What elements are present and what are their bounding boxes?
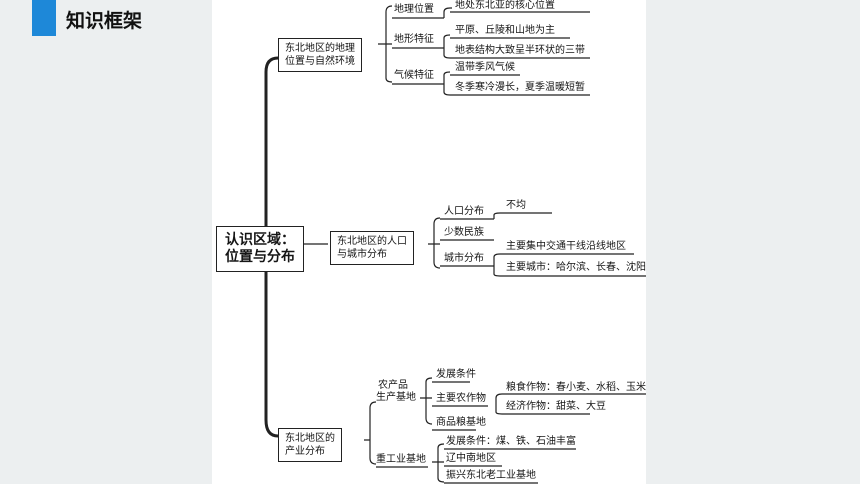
branch1-detail: 平原、丘陵和山地为主: [455, 25, 555, 36]
branch2-item-label: 少数民族: [444, 227, 484, 238]
branch1-item-label: 地形特征: [394, 34, 434, 45]
branch1-node: 东北地区的地理 位置与自然环境: [278, 38, 362, 72]
group2-item: 发展条件：煤、铁、石油丰富: [446, 436, 576, 447]
branch1-item-label: 地理位置: [394, 4, 434, 15]
branch2-detail: 主要城市：哈尔滨、长春、沈阳: [506, 262, 646, 273]
branch1-detail: 温带季风气候: [455, 62, 515, 73]
branch2-item-label: 城市分布: [444, 253, 484, 264]
group1-detail: 粮食作物：春小麦、水稻、玉米: [506, 382, 646, 393]
connector-branch2-brace: [428, 217, 441, 269]
group1-detail: 经济作物：甜菜、大豆: [506, 401, 606, 412]
connector-group2-brace: [432, 443, 445, 483]
group1-item-label: 商品粮基地: [436, 417, 486, 428]
connector-branch1-brace: [378, 5, 393, 83]
group2-item: 振兴东北老工业基地: [446, 470, 536, 481]
slide-title: 知识框架: [66, 10, 143, 32]
branch2-detail: 不均: [506, 200, 526, 211]
branch1-detail: 冬季寒冷漫长，夏季温暖短暂: [455, 82, 585, 93]
connector-group1-brace: [420, 377, 433, 425]
branch3-node: 东北地区的 产业分布: [278, 428, 342, 462]
group1-item-label: 发展条件: [436, 369, 476, 380]
branch2-detail: 主要集中交通干线沿线地区: [506, 241, 626, 252]
branch1-detail: 地处东北亚的核心位置: [455, 0, 555, 11]
root-node: 认识区域： 位置与分布: [216, 226, 304, 272]
accent-bar: [32, 0, 56, 36]
group1-item-label: 主要农作物: [436, 393, 486, 404]
group1-label: 农产品 生产基地: [376, 380, 416, 403]
group2-label: 重工业基地: [376, 454, 426, 465]
group2-item: 辽中南地区: [446, 453, 496, 464]
branch2-node: 东北地区的人口 与城市分布: [330, 231, 414, 265]
branch2-item-label: 人口分布: [444, 206, 484, 217]
connector-branch3-brace: [364, 401, 377, 465]
branch1-detail: 地表结构大致呈半环状的三带: [455, 45, 585, 56]
branch1-item-label: 气候特征: [394, 70, 434, 81]
